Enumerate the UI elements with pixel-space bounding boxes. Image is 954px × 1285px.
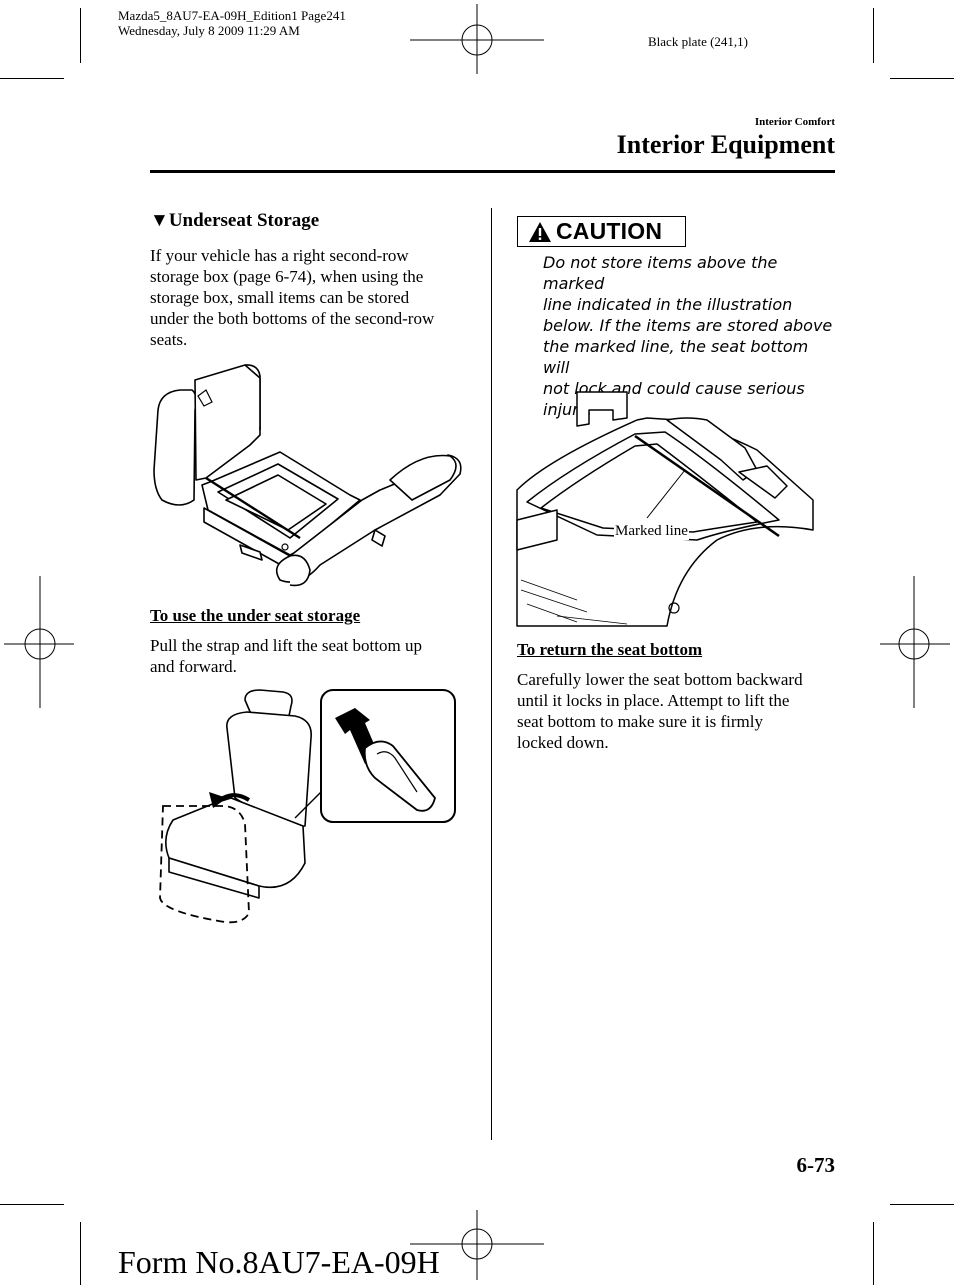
- crop-mark: [890, 1204, 954, 1205]
- page-number: 6-73: [796, 1153, 836, 1177]
- marked-line-illustration: [516, 391, 814, 627]
- crop-mark: [80, 1222, 81, 1285]
- registration-mark-left: [4, 576, 74, 708]
- section-heading-text: Underseat Storage: [168, 210, 320, 231]
- section-label: Interior Comfort: [754, 116, 835, 128]
- text-line: Carefully lower the seat bottom backward: [517, 670, 803, 689]
- marked-line-label: Marked line: [614, 523, 689, 540]
- text-line: Do not store items above the marked: [543, 253, 778, 293]
- text-line: Pull the strap and lift the seat bottom …: [150, 636, 422, 655]
- warning-triangle-icon: [529, 221, 551, 242]
- print-info-line: Mazda5_8AU7-EA-09H_Edition1 Page241: [118, 8, 346, 23]
- text-line: and forward.: [150, 657, 237, 676]
- text-line: storage box, small items can be stored: [150, 288, 410, 307]
- text-line: locked down.: [517, 733, 609, 752]
- caution-label: CAUTION: [556, 218, 663, 244]
- seat-storage-illustration: [153, 364, 462, 587]
- text-line: storage box (page 6-74), when using the: [150, 267, 424, 286]
- caution-paragraph: Do not store items above the marked line…: [543, 252, 838, 420]
- form-number: Form No.8AU7-EA-09H: [118, 1244, 440, 1280]
- caution-box: CAUTION: [517, 216, 686, 247]
- text-line: If your vehicle has a right second-row: [150, 246, 409, 265]
- triangle-marker-icon: ▼: [150, 210, 169, 231]
- section-heading: ▼Underseat Storage: [150, 210, 319, 232]
- crop-mark: [890, 78, 954, 79]
- text-line: the marked line, the seat bottom will: [543, 337, 809, 377]
- title-rule: [150, 170, 835, 173]
- registration-mark-bottom: [410, 1210, 544, 1280]
- text-line: seats.: [150, 330, 188, 349]
- crop-mark: [80, 8, 81, 63]
- crop-mark: [873, 8, 874, 63]
- seat-lift-illustration: [159, 689, 456, 924]
- text-line: line indicated in the illustration: [543, 295, 793, 314]
- text-line: below. If the items are stored above: [543, 316, 833, 335]
- registration-mark-right: [880, 576, 950, 708]
- return-paragraph: Carefully lower the seat bottom backward…: [517, 669, 842, 753]
- sub-heading-use: To use the under seat storage: [150, 606, 361, 625]
- intro-paragraph: If your vehicle has a right second-row s…: [150, 245, 480, 350]
- crop-mark: [0, 78, 64, 79]
- sub-heading-return: To return the seat bottom: [517, 640, 703, 659]
- text-line: seat bottom to make sure it is firmly: [517, 712, 763, 731]
- use-paragraph: Pull the strap and lift the seat bottom …: [150, 635, 480, 677]
- registration-mark-top: [410, 4, 544, 74]
- plate-label: Black plate (241,1): [648, 34, 748, 49]
- text-line: under the both bottoms of the second-row: [150, 309, 435, 328]
- print-info-line: Wednesday, July 8 2009 11:29 AM: [118, 23, 300, 38]
- crop-mark: [0, 1204, 64, 1205]
- crop-mark: [873, 1222, 874, 1285]
- page-title: Interior Equipment: [616, 130, 835, 159]
- text-line: until it locks in place. Attempt to lift…: [517, 691, 790, 710]
- print-info: Mazda5_8AU7-EA-09H_Edition1 Page241 Wedn…: [118, 8, 346, 38]
- column-divider: [491, 208, 492, 1140]
